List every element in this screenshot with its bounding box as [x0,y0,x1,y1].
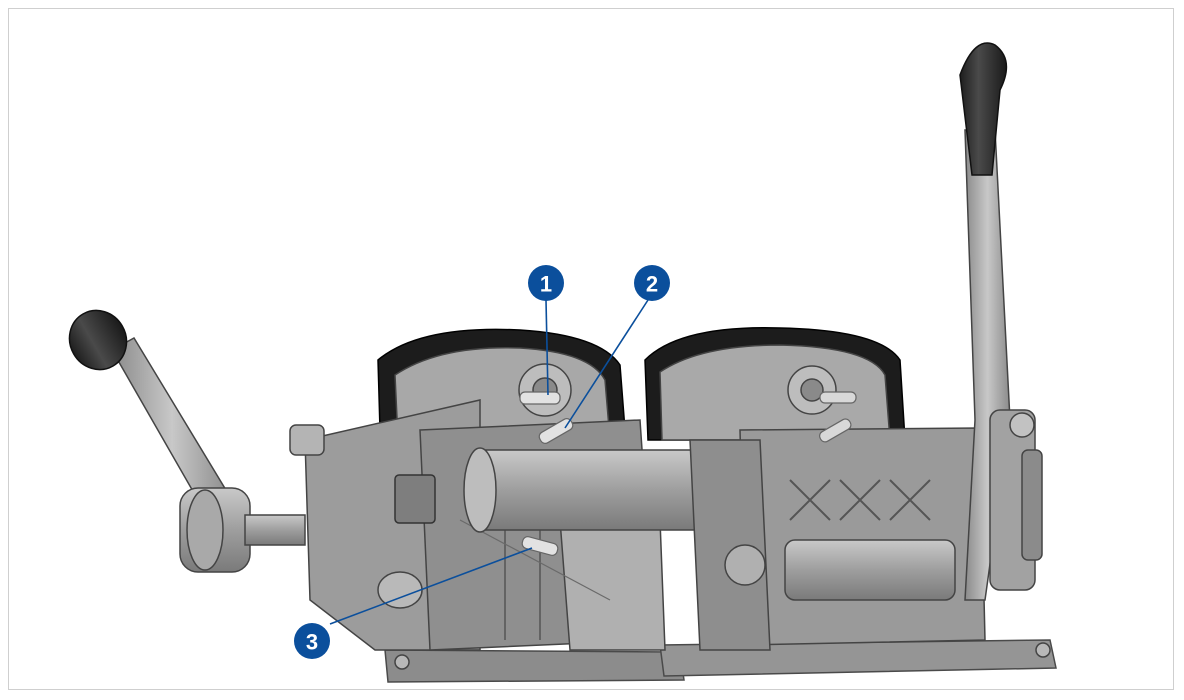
pin-2 [538,418,574,444]
leader-3 [329,547,533,625]
callout-2-label: 2 [646,272,658,297]
callout-3-label: 3 [306,630,318,655]
callout-1-label: 1 [540,272,552,297]
leader-2 [564,299,649,429]
base-plate [384,639,1057,683]
left-lever [68,309,306,573]
pin-3 [521,536,559,556]
spring-pack [1021,449,1043,561]
callout-2: 2 [634,265,670,301]
callout-1: 1 [528,265,564,301]
highlighted-pins [519,391,857,556]
right-lever [959,42,1043,601]
right-housing [644,327,986,651]
leader-1 [545,299,549,396]
right-lever-knob [959,42,1008,176]
pin-1 [519,391,561,405]
left-lever-knob [68,309,128,371]
callout-leaders [329,299,649,625]
callout-3: 3 [294,623,330,659]
